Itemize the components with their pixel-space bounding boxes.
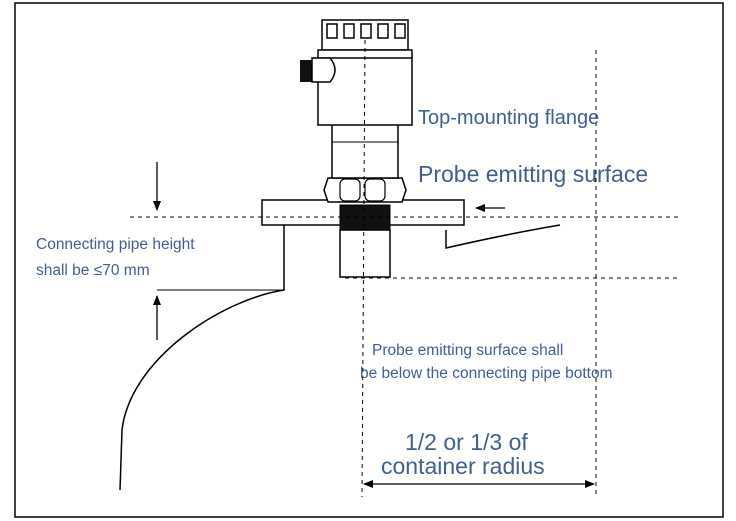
below-pipe-label-line1: Probe emitting surface shall [372, 342, 563, 359]
cap-rib-3 [360, 23, 372, 39]
probe-antenna [339, 229, 391, 278]
probe-neck [331, 123, 399, 179]
cap-rib-1 [326, 23, 338, 39]
below-pipe-label-line2: be below the connecting pipe bottom [360, 365, 612, 382]
cable-gland-body [311, 57, 336, 83]
diagram-border [14, 2, 724, 518]
cable-gland [300, 60, 312, 82]
cap-rib-2 [343, 23, 355, 39]
radius-label-line2: container radius [381, 453, 545, 479]
radius-label-line1: 1/2 or 1/3 of [405, 429, 528, 455]
pipe-height-label-line2: shall be ≤70 mm [36, 262, 150, 279]
container-wall-right [445, 224, 561, 249]
cap-rib-4 [377, 23, 389, 39]
pipe-height-label-line1: Connecting pipe height [36, 236, 195, 253]
top-flange-label: Top-mounting flange [418, 107, 599, 129]
cap-rib-5 [394, 23, 406, 39]
container-wall [119, 225, 285, 491]
probe-surface-label: Probe emitting surface [418, 161, 648, 187]
hex-nut-face-1 [339, 178, 361, 202]
hex-nut-face-2 [364, 178, 386, 202]
